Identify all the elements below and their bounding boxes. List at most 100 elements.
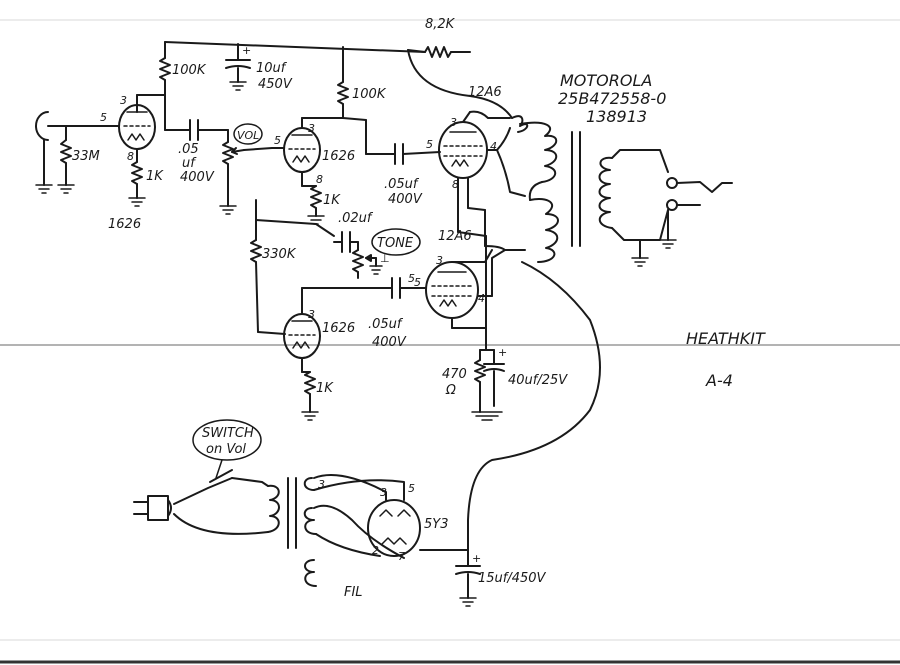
switch-blade xyxy=(209,469,233,483)
label-pin: 5 xyxy=(408,272,415,285)
wire xyxy=(255,219,317,225)
resistor-330k xyxy=(250,239,262,263)
wire xyxy=(313,504,405,559)
tube-5y3-rectifier xyxy=(367,499,421,557)
label-c-400v: 400V xyxy=(180,170,215,185)
label-tube-1626: 1626 xyxy=(108,217,141,232)
label-r-1k: 1K xyxy=(323,193,341,208)
tube-12a6-top xyxy=(438,121,488,179)
label-model: A-4 xyxy=(705,371,733,390)
label-r-1k: 1K xyxy=(146,169,164,184)
resistor-8k2 xyxy=(424,46,452,58)
volume-potentiometer xyxy=(219,129,245,215)
label-pin: 3 xyxy=(450,116,457,129)
wire xyxy=(457,231,487,237)
resistor-100k-plate-b xyxy=(337,81,349,119)
label-c-10uf-voltage: 450V xyxy=(258,77,293,92)
label-pin: 5 xyxy=(274,134,281,147)
label-vol: VOL xyxy=(237,129,259,142)
ac-plug xyxy=(133,495,172,521)
wire xyxy=(496,127,511,151)
label-c-40uf: 40uf/25V xyxy=(508,373,568,388)
label-pin: 3 xyxy=(308,308,315,321)
tube-1626-input xyxy=(118,94,156,163)
vol-callout-bubble xyxy=(233,123,263,145)
label-c-uf: uf xyxy=(182,156,197,171)
label-pin: 5 xyxy=(414,276,421,289)
power-switch xyxy=(173,477,233,505)
wire xyxy=(313,474,387,501)
label-pin: 4 xyxy=(478,292,485,305)
label-pin: 8 xyxy=(316,173,323,186)
wire xyxy=(462,111,471,123)
capacitor-05uf-c xyxy=(391,277,401,299)
label-tube-5y3: 5Y3 xyxy=(424,517,448,532)
wire xyxy=(313,479,405,501)
tube-1626-driver-a xyxy=(283,117,321,187)
label-c-400v: 400V xyxy=(372,335,407,350)
label-plus: + xyxy=(498,346,507,359)
label-xfmr-part: 25B472558-0 xyxy=(558,89,666,108)
wire-bplus-return xyxy=(467,261,601,551)
wire xyxy=(469,110,511,119)
wire xyxy=(173,513,269,535)
wire xyxy=(315,533,381,557)
wire xyxy=(243,147,273,151)
switch-callout-bubble xyxy=(192,419,262,461)
label-tone-ground: ⊥ xyxy=(380,252,390,265)
label-brand: HEATHKIT xyxy=(686,329,766,348)
resistor-470 xyxy=(474,349,486,413)
wire xyxy=(257,331,286,335)
capacitor-10uf xyxy=(225,43,251,91)
resistor-100k-plate-a xyxy=(159,41,171,81)
label-r-330k: 330K xyxy=(262,247,297,262)
wire xyxy=(467,207,486,211)
label-c-05uf: .05uf xyxy=(384,177,420,192)
label-xfmr-number: 138913 xyxy=(586,107,647,126)
label-r-100k: 100K xyxy=(352,87,387,102)
label-r-8k2: 8,2K xyxy=(425,17,456,32)
resistor-1k-cathode-b xyxy=(307,185,325,225)
wire-bplus xyxy=(164,41,426,53)
label-c-05uf: .05uf xyxy=(368,317,404,332)
label-c-400v: 400V xyxy=(388,192,423,207)
capacitor-40uf xyxy=(483,349,505,407)
resistor-1k-cathode-c xyxy=(301,371,319,421)
label-pin: 3 xyxy=(308,122,315,135)
speaker-output-jack xyxy=(666,177,733,211)
label-c-05: .05 xyxy=(178,142,199,157)
label-pin: 3 xyxy=(120,94,127,107)
label-pin: 5 xyxy=(100,111,107,124)
label-r-1k: 1K xyxy=(316,381,334,396)
resistor-1k-cathode-a xyxy=(128,161,146,207)
label-tube-12a6: 12A6 xyxy=(468,85,502,100)
tube-12a6-bottom xyxy=(425,261,479,319)
wire xyxy=(407,49,426,53)
label-pin: 5 xyxy=(426,138,433,151)
label-tone: TONE xyxy=(377,236,414,251)
wire xyxy=(402,151,441,155)
capacitor-02uf xyxy=(333,231,359,253)
tube-1626-driver-b xyxy=(283,287,321,373)
label-pin: 3 xyxy=(436,254,443,267)
capacitor-15uf xyxy=(455,549,481,607)
label-tube-1626: 1626 xyxy=(322,321,355,336)
input-jack xyxy=(35,111,61,194)
tone-callout-bubble xyxy=(371,228,421,256)
wire xyxy=(491,249,506,297)
resistor-33m xyxy=(57,125,75,194)
wire xyxy=(231,477,269,487)
power-transformer xyxy=(267,477,317,587)
wire xyxy=(407,49,513,119)
label-c-02uf: .02uf xyxy=(338,211,374,226)
output-transformer xyxy=(511,115,677,267)
label-pin: 8 xyxy=(452,178,459,191)
label-pin: 4 xyxy=(490,140,497,153)
label-switch-on-vol: on Vol xyxy=(206,442,246,457)
label-pin: 5 xyxy=(408,482,415,495)
label-filament: FIL xyxy=(344,585,363,600)
label-pin: 8 xyxy=(127,150,134,163)
label-switch: SWITCH xyxy=(202,426,254,441)
wire xyxy=(342,117,367,121)
